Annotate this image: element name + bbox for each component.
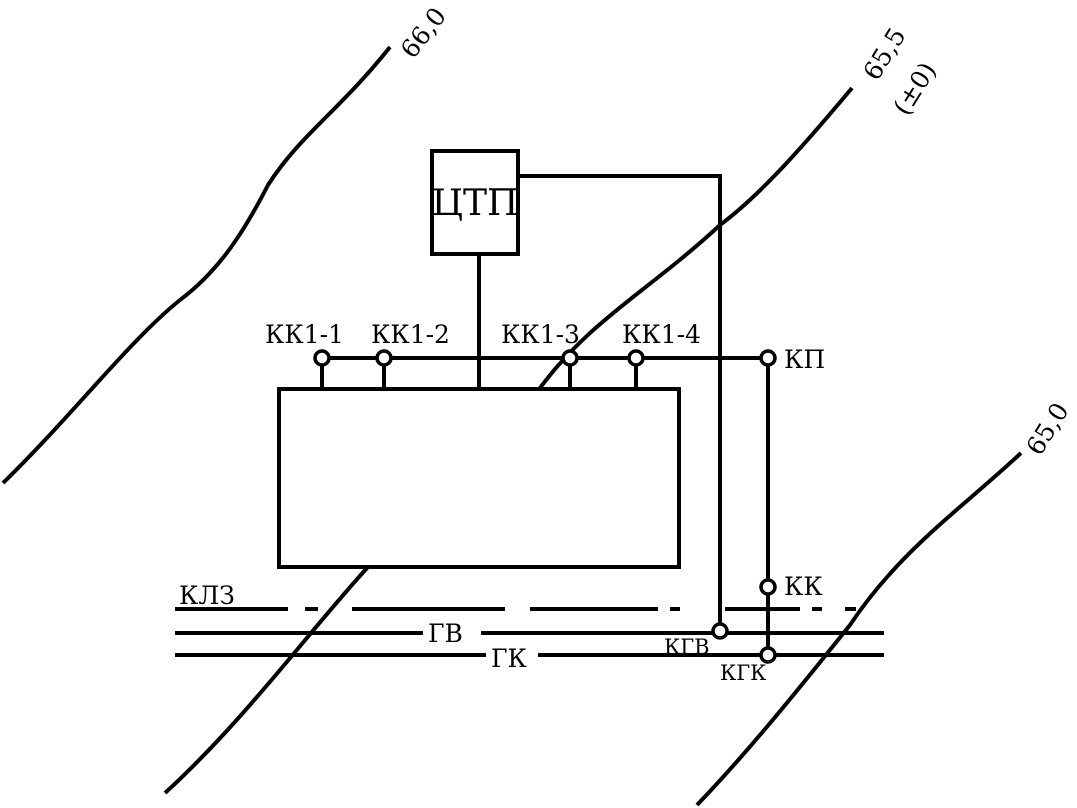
well-kk1-1 — [313, 349, 331, 367]
network-label-gv: ГВ — [428, 619, 463, 648]
contour-line-65-0 — [695, 451, 1023, 807]
well-kgv — [711, 622, 729, 640]
well-label-kk1-1: КК1-1 — [265, 320, 344, 349]
well-label-kk: КК — [784, 572, 823, 601]
well-kgk — [759, 646, 777, 664]
contour-note-65-5: (±0) — [887, 57, 941, 120]
well-label-kk1-2: КК1-2 — [371, 320, 450, 349]
well-kk — [759, 578, 777, 596]
well-label-kp: КП — [784, 345, 825, 374]
well-label-kk1-4: КК1-4 — [622, 320, 701, 349]
contour-label-65-0: 65,0 — [1020, 398, 1074, 461]
ctp-to-kgv-line — [518, 174, 722, 623]
contour-line-65-5-lower — [163, 565, 370, 795]
contour-label-66-0: 66,0 — [395, 2, 452, 64]
ctp-box — [430, 149, 520, 256]
well-kk1-3 — [561, 349, 579, 367]
ctp-label: ЦТП — [432, 183, 519, 224]
network-label-klz: КЛЗ — [179, 581, 235, 610]
contour-label-65-5: 65,5 — [857, 23, 911, 86]
well-label-kgk: КГК — [720, 661, 766, 685]
building-outline — [277, 387, 681, 569]
well-label-kk1-3: КК1-3 — [501, 320, 580, 349]
network-label-gk: ГК — [491, 644, 528, 673]
well-label-kgv: КГВ — [664, 635, 710, 659]
well-kp — [759, 349, 777, 367]
well-kk1-2 — [375, 349, 393, 367]
contour-line-66-0 — [1, 45, 392, 485]
well-kk1-4 — [627, 349, 645, 367]
